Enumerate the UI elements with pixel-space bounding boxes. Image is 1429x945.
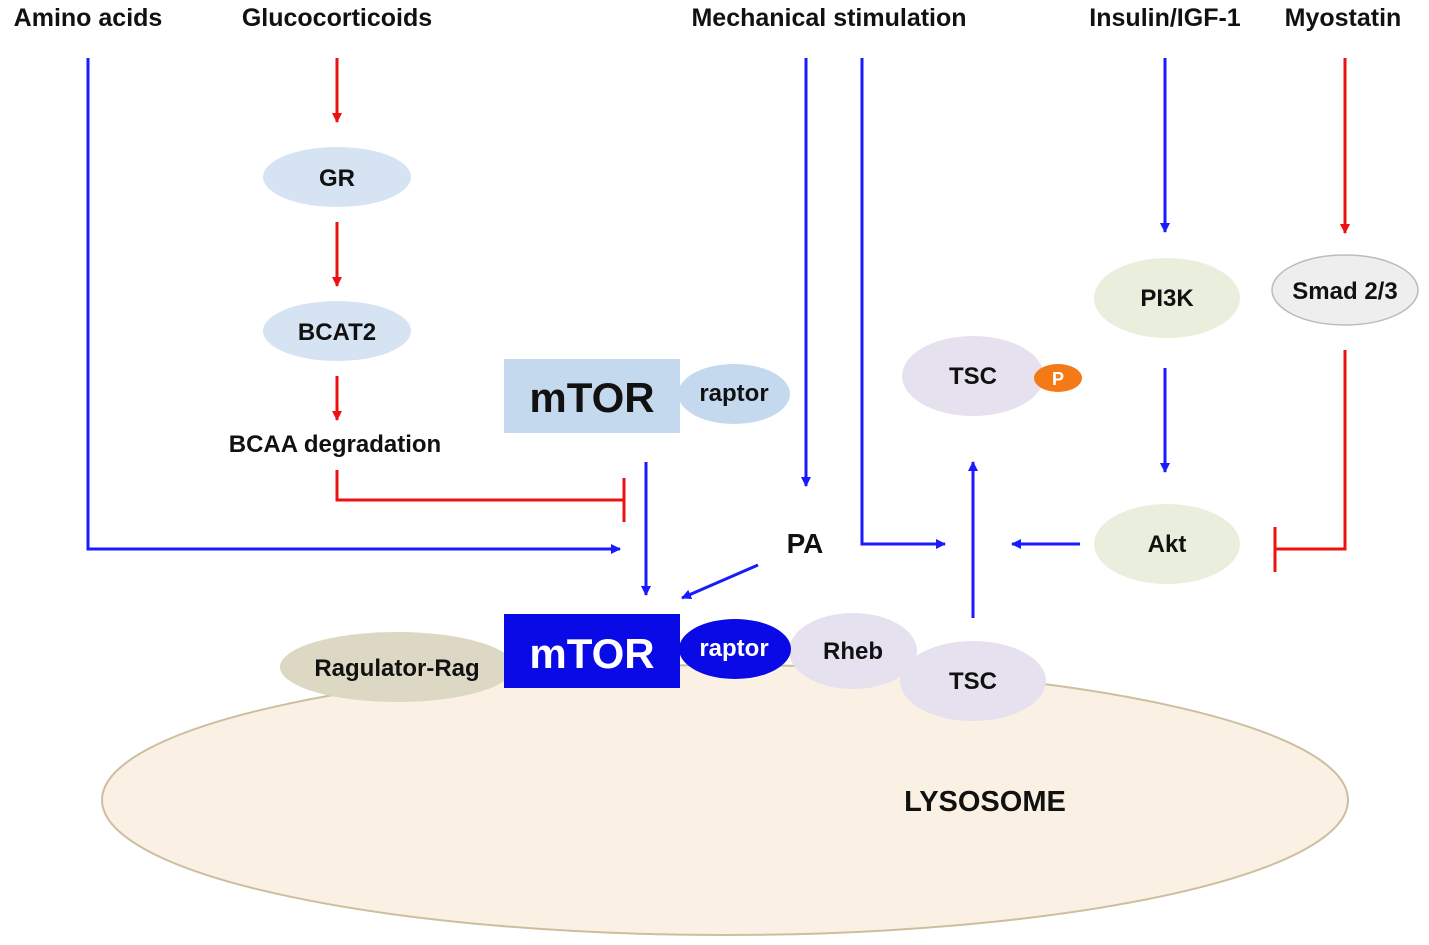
raptor-cytosol-label: raptor [699,380,768,407]
bcaa-degradation-label: BCAA degradation [229,431,441,458]
input-mechanical-stimulation: Mechanical stimulation [691,4,966,32]
pa-label: PA [787,528,824,559]
raptor-lysosome-node [679,619,791,679]
phosphate-badge [1034,364,1082,392]
tsc-phosphorylated-label: TSC [949,363,997,390]
tsc-lysosome-node [900,641,1046,721]
smad-node [1271,254,1419,326]
bcat2-label: BCAT2 [298,319,376,346]
ragulator-rag-label: Ragulator-Rag [314,655,479,682]
raptor-lysosome-label: raptor [699,635,768,662]
arrow-pa-to-mtor [681,563,759,600]
akt-label: Akt [1148,531,1187,558]
ragulator-rag-node [280,632,514,702]
input-amino-acids: Amino acids [14,4,163,32]
raptor-cytosol-node [678,364,790,424]
inhibition-bcaa-to-mtor [335,470,624,502]
smad-label: Smad 2/3 [1292,278,1397,305]
mtor-lysosome-box [504,614,680,688]
rheb-node [789,613,917,689]
input-insulin-igf1: Insulin/IGF-1 [1089,4,1240,32]
phosphate-label: P [1052,369,1064,389]
pi3k-label: PI3K [1140,285,1194,312]
tsc-lysosome-label: TSC [949,668,997,695]
mtor-lysosome-label: mTOR [529,630,654,677]
bcat2-node [263,301,411,361]
arrow-amino-acids-to-mtor [86,58,621,554]
tsc-phosphorylated-node [902,336,1044,416]
input-myostatin: Myostatin [1285,4,1402,32]
mtor-cytosol-label: mTOR [529,374,654,421]
mtor-cytosol-box [504,359,680,433]
arrow-mechanical-to-tsc [860,58,946,549]
lysosome-membrane [101,664,1349,936]
rheb-label: Rheb [823,638,883,665]
pi3k-node [1094,258,1240,338]
akt-node [1094,504,1240,584]
inhibition-smad-to-akt [1275,350,1347,551]
lysosome-label: LYSOSOME [904,786,1066,818]
input-glucocorticoids: Glucocorticoids [242,4,432,32]
gr-label: GR [319,165,355,192]
gr-node [263,147,411,207]
